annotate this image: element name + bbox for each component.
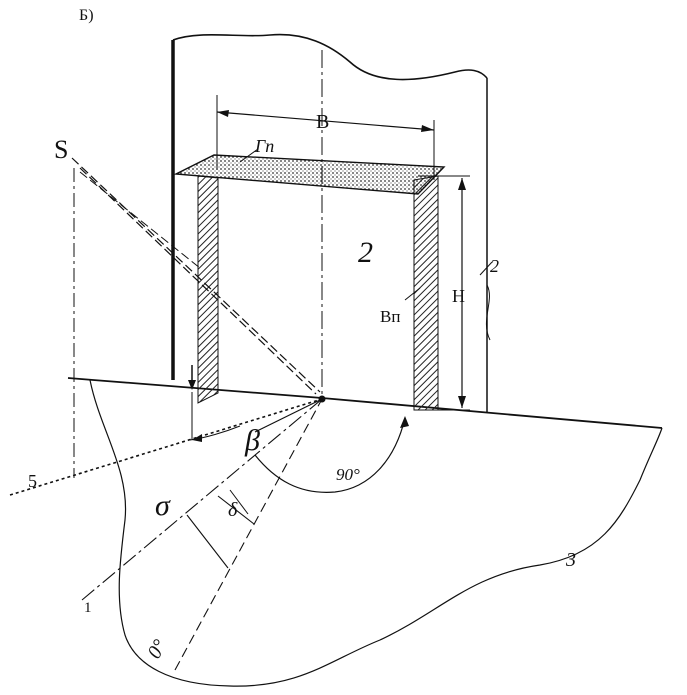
top-slab [173, 154, 446, 195]
left-column [197, 175, 219, 404]
angle-beta-arrow [192, 434, 202, 442]
right-column [413, 175, 439, 411]
side-slab-label: Вп [380, 307, 400, 326]
line-beta [254, 398, 323, 433]
width-arrow-right [421, 125, 434, 132]
top-slab-label: Гп [254, 136, 274, 156]
ray-outer [71, 157, 321, 393]
ground-label: 3 [565, 549, 576, 571]
angle-90-arrow [400, 416, 409, 428]
line-5-label: 5 [28, 471, 37, 491]
line-1-label: 1 [84, 600, 92, 616]
height-arrow-bottom [458, 396, 466, 408]
angle-90-arc [254, 417, 406, 493]
wall-ref-leader [479, 261, 493, 276]
panel-label: Б) [79, 7, 94, 24]
ray-inner [79, 167, 317, 395]
wall-outline [172, 33, 488, 81]
ray-to-top [79, 171, 201, 269]
line-zero [174, 398, 323, 671]
width-arrow-left [217, 110, 229, 117]
top-slab-leader [239, 148, 259, 163]
zero-label: 0° [143, 636, 171, 663]
wall-ref-brace [486, 284, 491, 341]
right-column-leader [404, 287, 421, 301]
ground-boundary [89, 379, 663, 687]
width-label: В [316, 111, 329, 133]
beta-label: β [244, 424, 260, 457]
height-label: Н [452, 286, 465, 306]
wall-number-label: 2 [358, 236, 373, 269]
source-label: S [54, 135, 68, 164]
width-dimension-line [216, 111, 435, 131]
line-1 [81, 398, 323, 601]
delta-tick-b [229, 489, 249, 515]
delta-line [186, 514, 229, 569]
delta-label: δ [228, 499, 238, 521]
sigma-label: σ [155, 489, 171, 522]
wall-ref-label: 2 [490, 256, 499, 276]
ground-baseline-right [321, 397, 663, 429]
left-column-arrow-head [188, 380, 196, 390]
angle-90-label: 90° [336, 465, 360, 484]
ground-baseline-left [67, 377, 323, 399]
height-arrow-top [458, 178, 466, 190]
delta-tick-a [217, 495, 255, 525]
line-5 [9, 398, 323, 496]
